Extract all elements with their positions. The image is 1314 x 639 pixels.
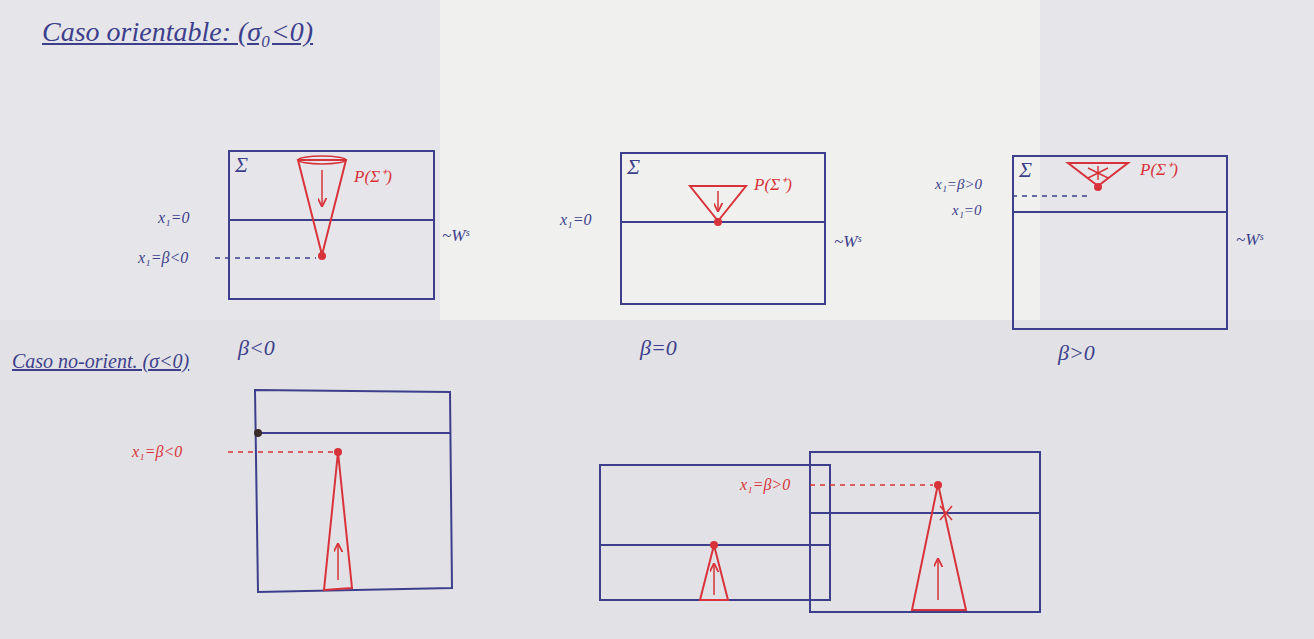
axis-label: ~Wˢ [1236, 230, 1263, 250]
axis-label: ~Wˢ [442, 226, 469, 246]
image-label: P(Σ⁺) [1140, 161, 1178, 180]
axis-label: x₁=0 [158, 209, 189, 227]
case-heading: Caso no-orient. (σ<0) [12, 350, 189, 373]
case-heading: Caso orientable: (σ₀<0) [42, 16, 313, 48]
axis-label: x₁=β<0 [138, 249, 188, 267]
axis-label: x₁=0 [560, 211, 591, 229]
panel-5-figure [600, 465, 830, 600]
axis-label: x₁=β>0 [935, 176, 982, 193]
axis-label: x₁=β>0 [740, 476, 790, 494]
paper-patch [440, 0, 1040, 320]
panel-2-figure [620, 186, 826, 226]
section-symbol: Σ [1019, 158, 1032, 182]
axis-label: β=0 [640, 335, 677, 360]
axis-label: x₁=0 [952, 202, 982, 219]
section-symbol: Σ [235, 153, 248, 177]
section-symbol: Σ [627, 155, 640, 179]
panel-6-figure [810, 452, 1040, 612]
axis-label: β>0 [1058, 340, 1095, 365]
image-label: P(Σ⁺) [754, 176, 792, 195]
phase-panel: Σ P(Σ⁺) [1012, 155, 1228, 330]
panel-4-figure [228, 390, 452, 592]
image-label: P(Σ⁺) [354, 168, 392, 187]
panel-3-figure [1012, 163, 1228, 212]
phase-panel: Σ P(Σ⁺) [620, 152, 826, 305]
axis-label: x₁=β<0 [132, 443, 182, 461]
paper-shade [0, 320, 1314, 639]
axis-label: β<0 [238, 335, 275, 360]
axis-label: ~Wˢ [834, 232, 861, 252]
phase-panel: Σ P(Σ⁺) [228, 150, 435, 300]
